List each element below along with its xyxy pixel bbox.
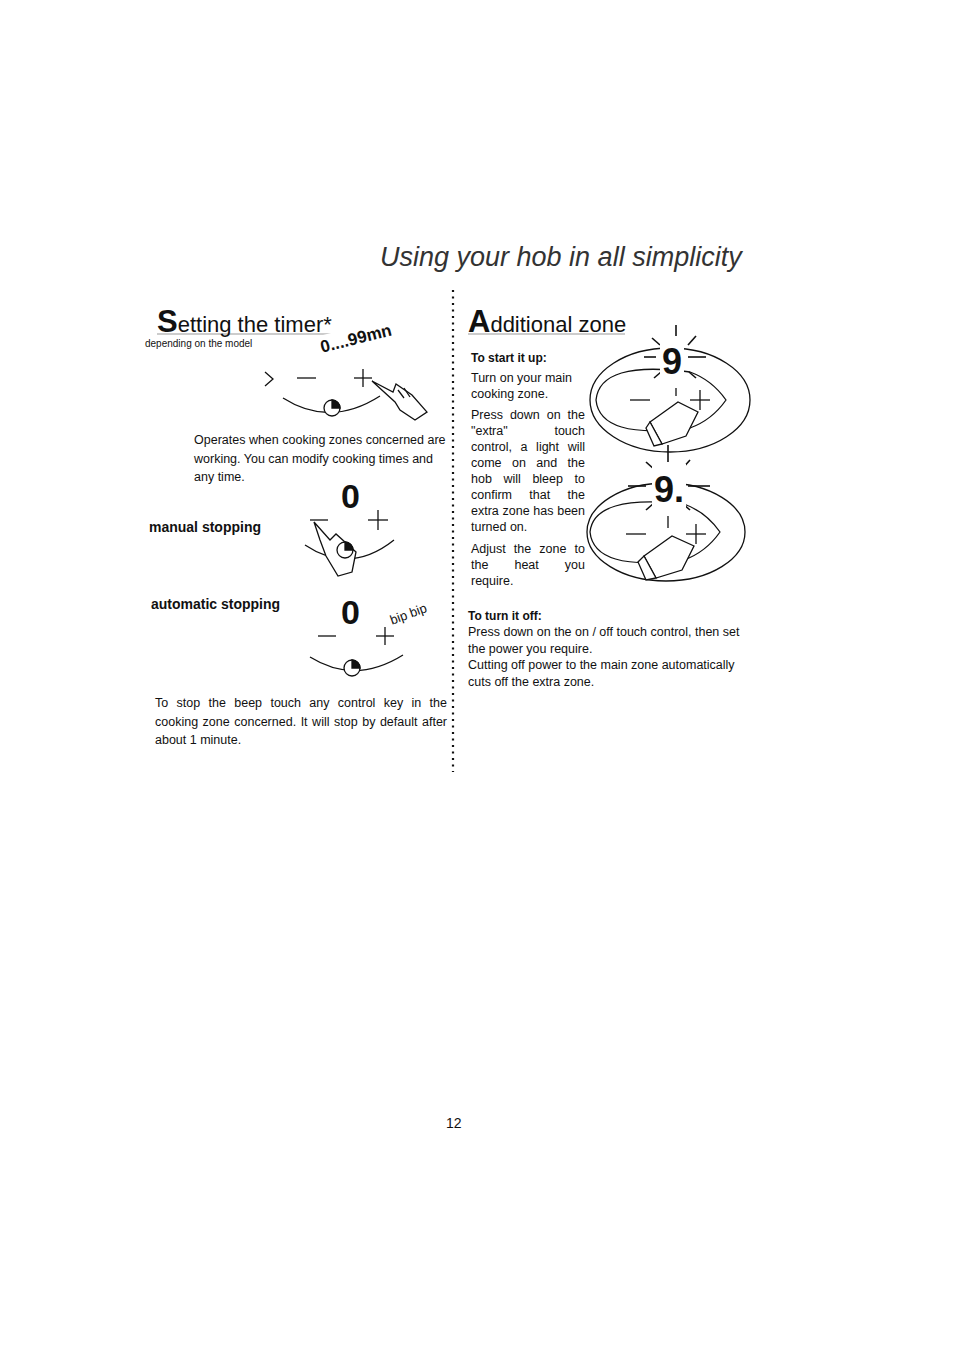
- sub-heading: To start it up:: [471, 350, 547, 367]
- body-text: Turn on your main cooking zone.: [471, 370, 585, 402]
- page-title: Using your hob in all simplicity: [380, 238, 742, 277]
- sub-heading: To turn it off:: [468, 608, 542, 625]
- section-heading: Additional zone: [468, 300, 626, 345]
- display-digit: 9: [660, 336, 684, 388]
- note: depending on the model: [145, 337, 252, 352]
- divider: [452, 290, 454, 772]
- body-text: Press down on the on / off touch control…: [468, 624, 754, 657]
- page-number: 12: [446, 1113, 462, 1133]
- body-text: Operates when cooking zones concerned ar…: [194, 431, 456, 487]
- body-text: Cutting off power to the main zone autom…: [468, 657, 754, 690]
- beep-text: bip bip: [386, 599, 432, 631]
- display-digit: 0: [339, 588, 362, 637]
- body-text: Adjust the zone to the heat you require.: [471, 541, 585, 589]
- sub-heading: automatic stopping: [151, 594, 280, 614]
- display-digit: 0: [339, 472, 362, 521]
- sub-heading: manual stopping: [149, 517, 261, 537]
- body-text: Press down on the "extra" touch control,…: [471, 407, 585, 535]
- body-text: To stop the beep touch any control key i…: [155, 694, 447, 750]
- display-digit: 9.: [652, 464, 686, 516]
